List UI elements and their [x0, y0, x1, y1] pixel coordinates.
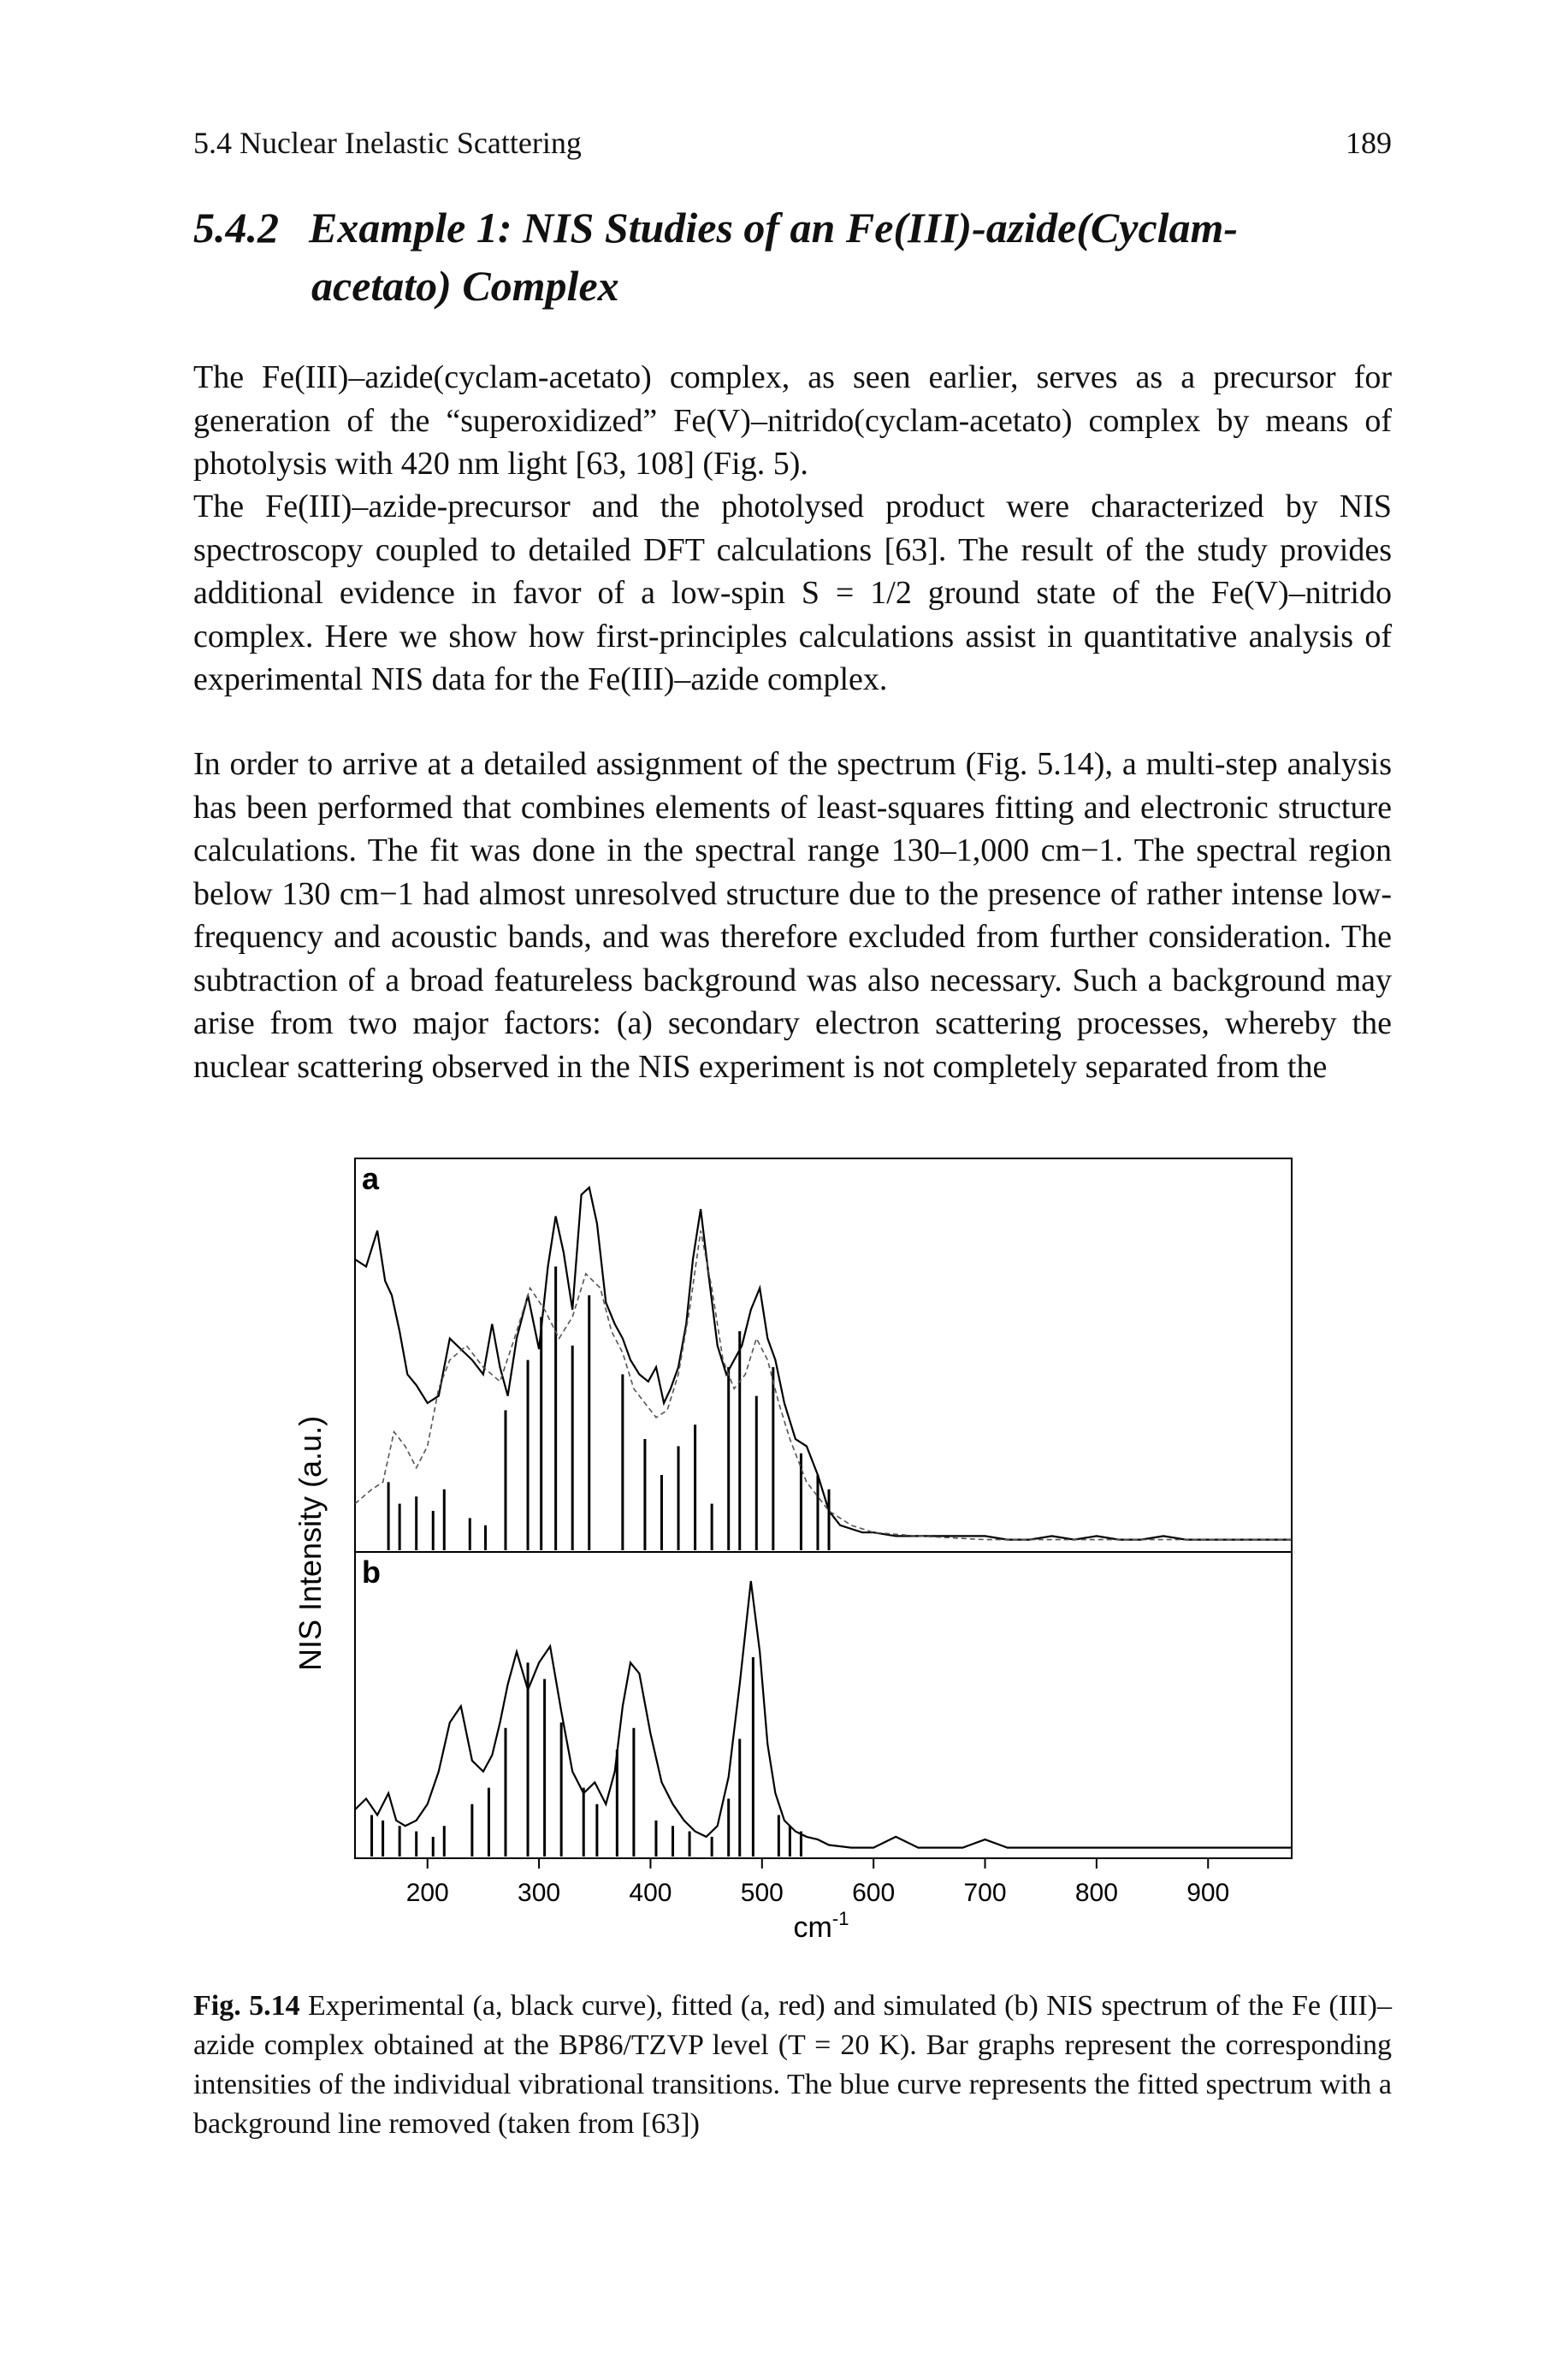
x-tick-label: 500 [741, 1879, 784, 1907]
x-tick-label: 600 [852, 1879, 895, 1907]
experimental-curve [354, 1185, 1292, 1541]
panel-label: b [362, 1555, 381, 1590]
section-title-line2: acetato) Complex [311, 262, 619, 310]
running-title: 5.4 Nuclear Inelastic Scattering [193, 126, 582, 160]
paragraph-2: The Fe(III)–azide-precursor and the phot… [193, 489, 1392, 697]
body-paragraph: In order to arrive at a detailed assignm… [193, 743, 1392, 1088]
x-tick-label: 900 [1186, 1879, 1229, 1907]
panel-frame [354, 1551, 1293, 1859]
x-tick-label: 700 [963, 1879, 1006, 1907]
paragraph-3: In order to arrive at a detailed assignm… [193, 746, 1392, 1085]
section-heading: 5.4.2 Example 1: NIS Studies of an Fe(III… [193, 198, 1391, 315]
chart-axes: 200 300 400 500 600 700 800 900 [406, 1858, 1229, 1907]
simulated-curve [354, 1580, 1292, 1849]
x-tick-label: 800 [1075, 1879, 1118, 1907]
x-tick-label: 400 [629, 1879, 672, 1907]
fitted-curve [354, 1230, 1292, 1541]
nis-spectrum-figure: a b 200 300 400 500 600 700 800 900 NIS Intensi… [287, 1150, 1296, 1954]
figure-label: Fig. 5.14 [193, 1990, 300, 2022]
x-axis-label: cm-1 [794, 1908, 849, 1944]
running-head: 5.4 Nuclear Inelastic Scattering 189 [193, 121, 1392, 164]
x-tick-label: 300 [518, 1879, 560, 1907]
panel-label: a [362, 1161, 380, 1196]
x-tick-label: 200 [406, 1879, 449, 1907]
section-title-line1: Example 1: NIS Studies of an Fe(III)-azi… [309, 204, 1239, 252]
paragraph-1: The Fe(III)–azide(cyclam-acetato) comple… [193, 359, 1392, 482]
figure-caption: Fig. 5.14 Experimental (a, black curve),… [193, 1987, 1392, 2144]
y-axis-label: NIS Intensity (a.u.) [293, 1416, 328, 1671]
nis-spectrum-chart: a b 200 300 400 500 600 700 800 900 NIS Intensi… [293, 1158, 1293, 1944]
body-paragraph: The Fe(III)–azide-precursor and the phot… [193, 485, 1392, 702]
panel-b-plot: b [354, 1551, 1293, 1859]
panel-a-plot: a [354, 1158, 1293, 1553]
section-number: 5.4.2 [193, 204, 279, 252]
caption-text: Experimental (a, black curve), fitted (a… [193, 1990, 1393, 2140]
body-paragraph: The Fe(III)–azide(cyclam-acetato) comple… [193, 356, 1392, 486]
page-number: 189 [1346, 126, 1392, 160]
